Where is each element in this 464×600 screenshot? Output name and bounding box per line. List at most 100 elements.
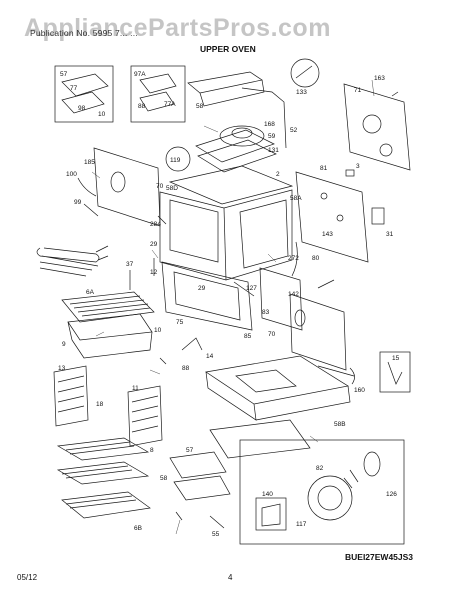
- part-label: 133: [296, 89, 307, 96]
- back-panel-71-hole: [362, 114, 382, 134]
- bracket-284: [157, 215, 167, 225]
- fan-motor-126: [363, 451, 381, 477]
- part-label: 127: [246, 285, 257, 292]
- broil-drip-58: [173, 475, 231, 501]
- part-label: 168: [264, 121, 275, 128]
- part-label: 284: [150, 221, 161, 228]
- cavity-top-58d: [168, 165, 294, 205]
- wire-harness-100: [77, 177, 97, 197]
- part-label: 8: [150, 447, 154, 454]
- screw-57: [175, 511, 183, 521]
- part-label: 14: [206, 353, 214, 360]
- part-label: 2: [276, 171, 280, 178]
- fan-cover-59: [195, 129, 275, 163]
- side-panel-right-81: [295, 171, 369, 263]
- lower-trim-82: [209, 419, 311, 459]
- fan-blade: [343, 469, 359, 489]
- trim-8: [317, 365, 355, 377]
- part-label: 58: [160, 475, 168, 482]
- part-label: 85: [244, 333, 252, 340]
- part-label: 160: [354, 387, 365, 394]
- part-label: 52: [290, 127, 298, 134]
- control-board-57: [61, 73, 109, 97]
- part-label: 77: [70, 85, 78, 92]
- clip-3: [345, 169, 355, 177]
- back-panel-71: [343, 83, 411, 171]
- part-label: 10: [154, 327, 162, 334]
- side-panel-70: [289, 293, 347, 371]
- part-label: 12: [150, 269, 158, 276]
- part-label: 37: [126, 261, 134, 268]
- part-label: 131: [268, 147, 279, 154]
- part-label: 163: [374, 75, 385, 82]
- oven-rack-6-2: [56, 461, 150, 485]
- vent-duct-58: [187, 71, 263, 94]
- inset-box-97a: [130, 65, 186, 123]
- page-number: 4: [228, 573, 233, 582]
- part-label: 6A: [86, 289, 95, 296]
- part-label: 3: [356, 163, 360, 170]
- broil-tray-57: [169, 451, 227, 479]
- bake-element: [36, 247, 100, 277]
- part-label: 143: [322, 231, 333, 238]
- rack-support-11: [127, 385, 163, 447]
- part-label: 99: [74, 199, 82, 206]
- wire-127: [233, 281, 255, 297]
- part-label: 58B: [334, 421, 346, 428]
- terminal-block-31: [371, 207, 385, 225]
- part-label: 31: [386, 231, 394, 238]
- front-frame-75: [161, 261, 253, 331]
- part-label: 9: [62, 341, 66, 348]
- part-label: 59: [268, 133, 276, 140]
- element-55: [209, 515, 225, 529]
- front-frame-opening: [173, 271, 241, 321]
- inset-circle-119: [165, 146, 191, 172]
- rack-support-13: [53, 365, 89, 427]
- part-label: 126: [386, 491, 397, 498]
- part-label: 55: [212, 531, 220, 538]
- part-label: 70: [156, 183, 164, 190]
- part-label: 98: [78, 105, 86, 112]
- sensor-15: [387, 361, 403, 385]
- liner-side-right: [239, 199, 289, 269]
- side-panel-185: [93, 147, 161, 227]
- part-label: 29: [150, 241, 158, 248]
- watermark: AppliancePartsPros.com: [24, 14, 331, 42]
- part-label: 81: [320, 165, 328, 172]
- part-label: 142: [288, 291, 299, 298]
- broiler-pan-9: [71, 331, 153, 359]
- inset-box-140: [255, 497, 287, 531]
- convection-fan-168: [219, 125, 265, 147]
- part-label: 10: [98, 111, 106, 118]
- part-label: 88: [182, 365, 190, 372]
- wire-160: [349, 367, 355, 385]
- bracket-140: [261, 503, 281, 527]
- part-label: 57: [60, 71, 68, 78]
- back-panel-71-hole2: [379, 143, 393, 157]
- fan-baffle-131: [197, 139, 277, 173]
- page-title: UPPER OVEN: [200, 44, 256, 54]
- relay-board-77a: [139, 91, 175, 112]
- bracket-14: [181, 337, 203, 351]
- part-label: 58: [196, 103, 204, 110]
- oven-rack-6: [56, 437, 150, 461]
- side-panel-185-hole: [110, 171, 126, 193]
- part-label: 11: [132, 385, 139, 392]
- part-label: 58D: [166, 185, 178, 192]
- part-label: 82: [316, 465, 324, 472]
- part-label: 71: [354, 87, 362, 94]
- revision-date: 05/12: [17, 573, 38, 582]
- inset-box-15: [379, 351, 411, 393]
- control-board-88: [61, 91, 105, 114]
- oven-rack-6b: [61, 491, 151, 519]
- bracket-99: [83, 203, 99, 217]
- part-label: 119: [170, 157, 181, 164]
- fan-motor-housing-117: [307, 475, 353, 521]
- relay-board-97a: [139, 73, 177, 94]
- part-label: 88: [138, 103, 146, 110]
- exhaust-tube-52: [241, 87, 287, 149]
- publication-number: Publication No. 5995 7... ...: [30, 28, 138, 38]
- part-label: 140: [262, 491, 273, 498]
- part-label: 77A: [164, 101, 176, 108]
